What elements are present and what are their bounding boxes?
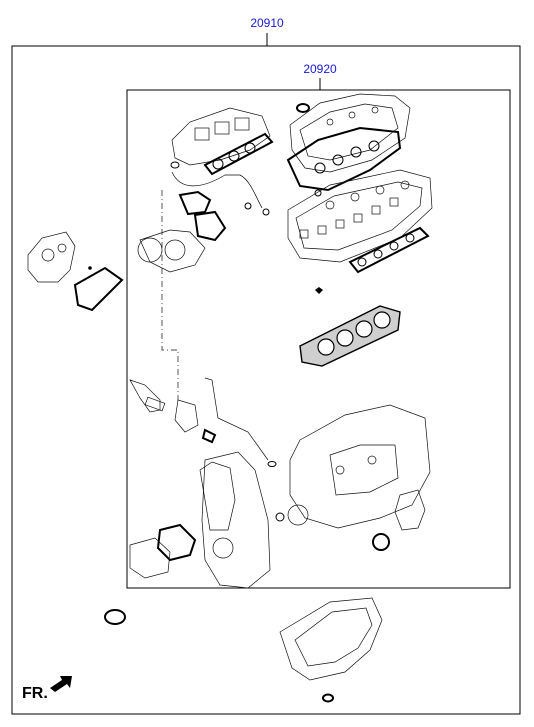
oil-pan xyxy=(279,597,383,681)
outer-kit-frame xyxy=(11,45,521,715)
turbocharger xyxy=(137,229,206,273)
front-direction-label: FR. xyxy=(22,685,48,702)
inner-kit-part-number[interactable]: 20920 xyxy=(303,62,337,76)
cylinder-head xyxy=(287,169,433,263)
oil-cooler-gasket xyxy=(73,266,124,312)
cylinder-head-cover xyxy=(289,93,411,173)
small-seal xyxy=(88,266,92,270)
cylinder-head-gasket xyxy=(299,305,401,367)
oil-filter-housing xyxy=(27,231,76,283)
small-seal xyxy=(170,161,180,169)
intake-manifold-gasket xyxy=(348,226,430,274)
small-seal xyxy=(275,512,285,522)
oil-cap-seal xyxy=(296,103,310,113)
oil-level-gauge-tube xyxy=(204,377,269,461)
thermostat-housing xyxy=(287,504,309,526)
leader-line xyxy=(161,190,179,400)
turbo-oil-feed-pipe xyxy=(171,171,263,209)
small-o-ring xyxy=(322,693,334,703)
drain-plug-gasket xyxy=(104,609,126,625)
egr-gasket xyxy=(201,428,217,444)
inner-kit-frame xyxy=(126,89,511,589)
small-seal xyxy=(267,461,277,467)
front-direction-arrow-icon xyxy=(50,676,72,692)
turbo-gasket xyxy=(178,190,212,216)
egr-valve xyxy=(129,379,199,433)
water-pump-gasket xyxy=(156,523,197,562)
o-ring xyxy=(372,533,390,551)
cylinder-block xyxy=(289,404,431,529)
exhaust-manifold xyxy=(171,107,271,166)
timing-chain-cover xyxy=(199,451,271,589)
exhaust-manifold-gasket xyxy=(203,132,274,176)
dowel-pin xyxy=(315,287,323,294)
outer-kit-part-number[interactable]: 20910 xyxy=(250,16,284,30)
water-pump xyxy=(129,537,171,579)
head-cover-gasket xyxy=(286,126,402,192)
small-seal xyxy=(314,189,322,197)
turbo-outlet-gasket xyxy=(193,210,227,242)
water-inlet-fitting xyxy=(394,489,426,531)
small-seal xyxy=(244,202,252,210)
small-seal xyxy=(262,208,270,216)
